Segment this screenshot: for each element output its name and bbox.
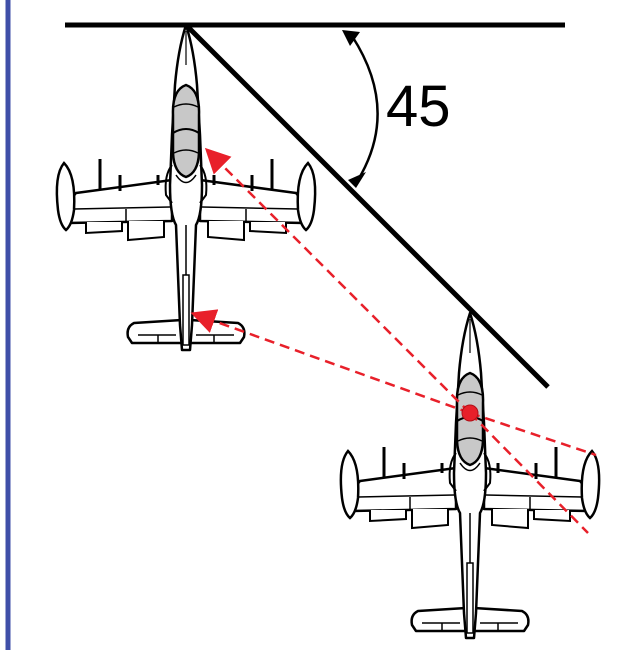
pilot-eye-point [461, 404, 479, 422]
arc-arrowhead-top [342, 30, 360, 46]
sight-line-to-canopy [204, 147, 471, 414]
angle-label: 45 [386, 74, 451, 139]
wingman-aircraft-icon [339, 311, 601, 640]
sight-line-extension-upper [469, 411, 597, 457]
sight-lines [190, 147, 597, 534]
sight-line-extension-lower [469, 412, 589, 534]
bearing-line-45 [184, 23, 550, 389]
arc-arrowhead-bottom [348, 172, 366, 188]
sight-line-to-tail [190, 309, 471, 415]
lead-aircraft-icon [55, 23, 317, 352]
angle-arc [350, 35, 379, 181]
